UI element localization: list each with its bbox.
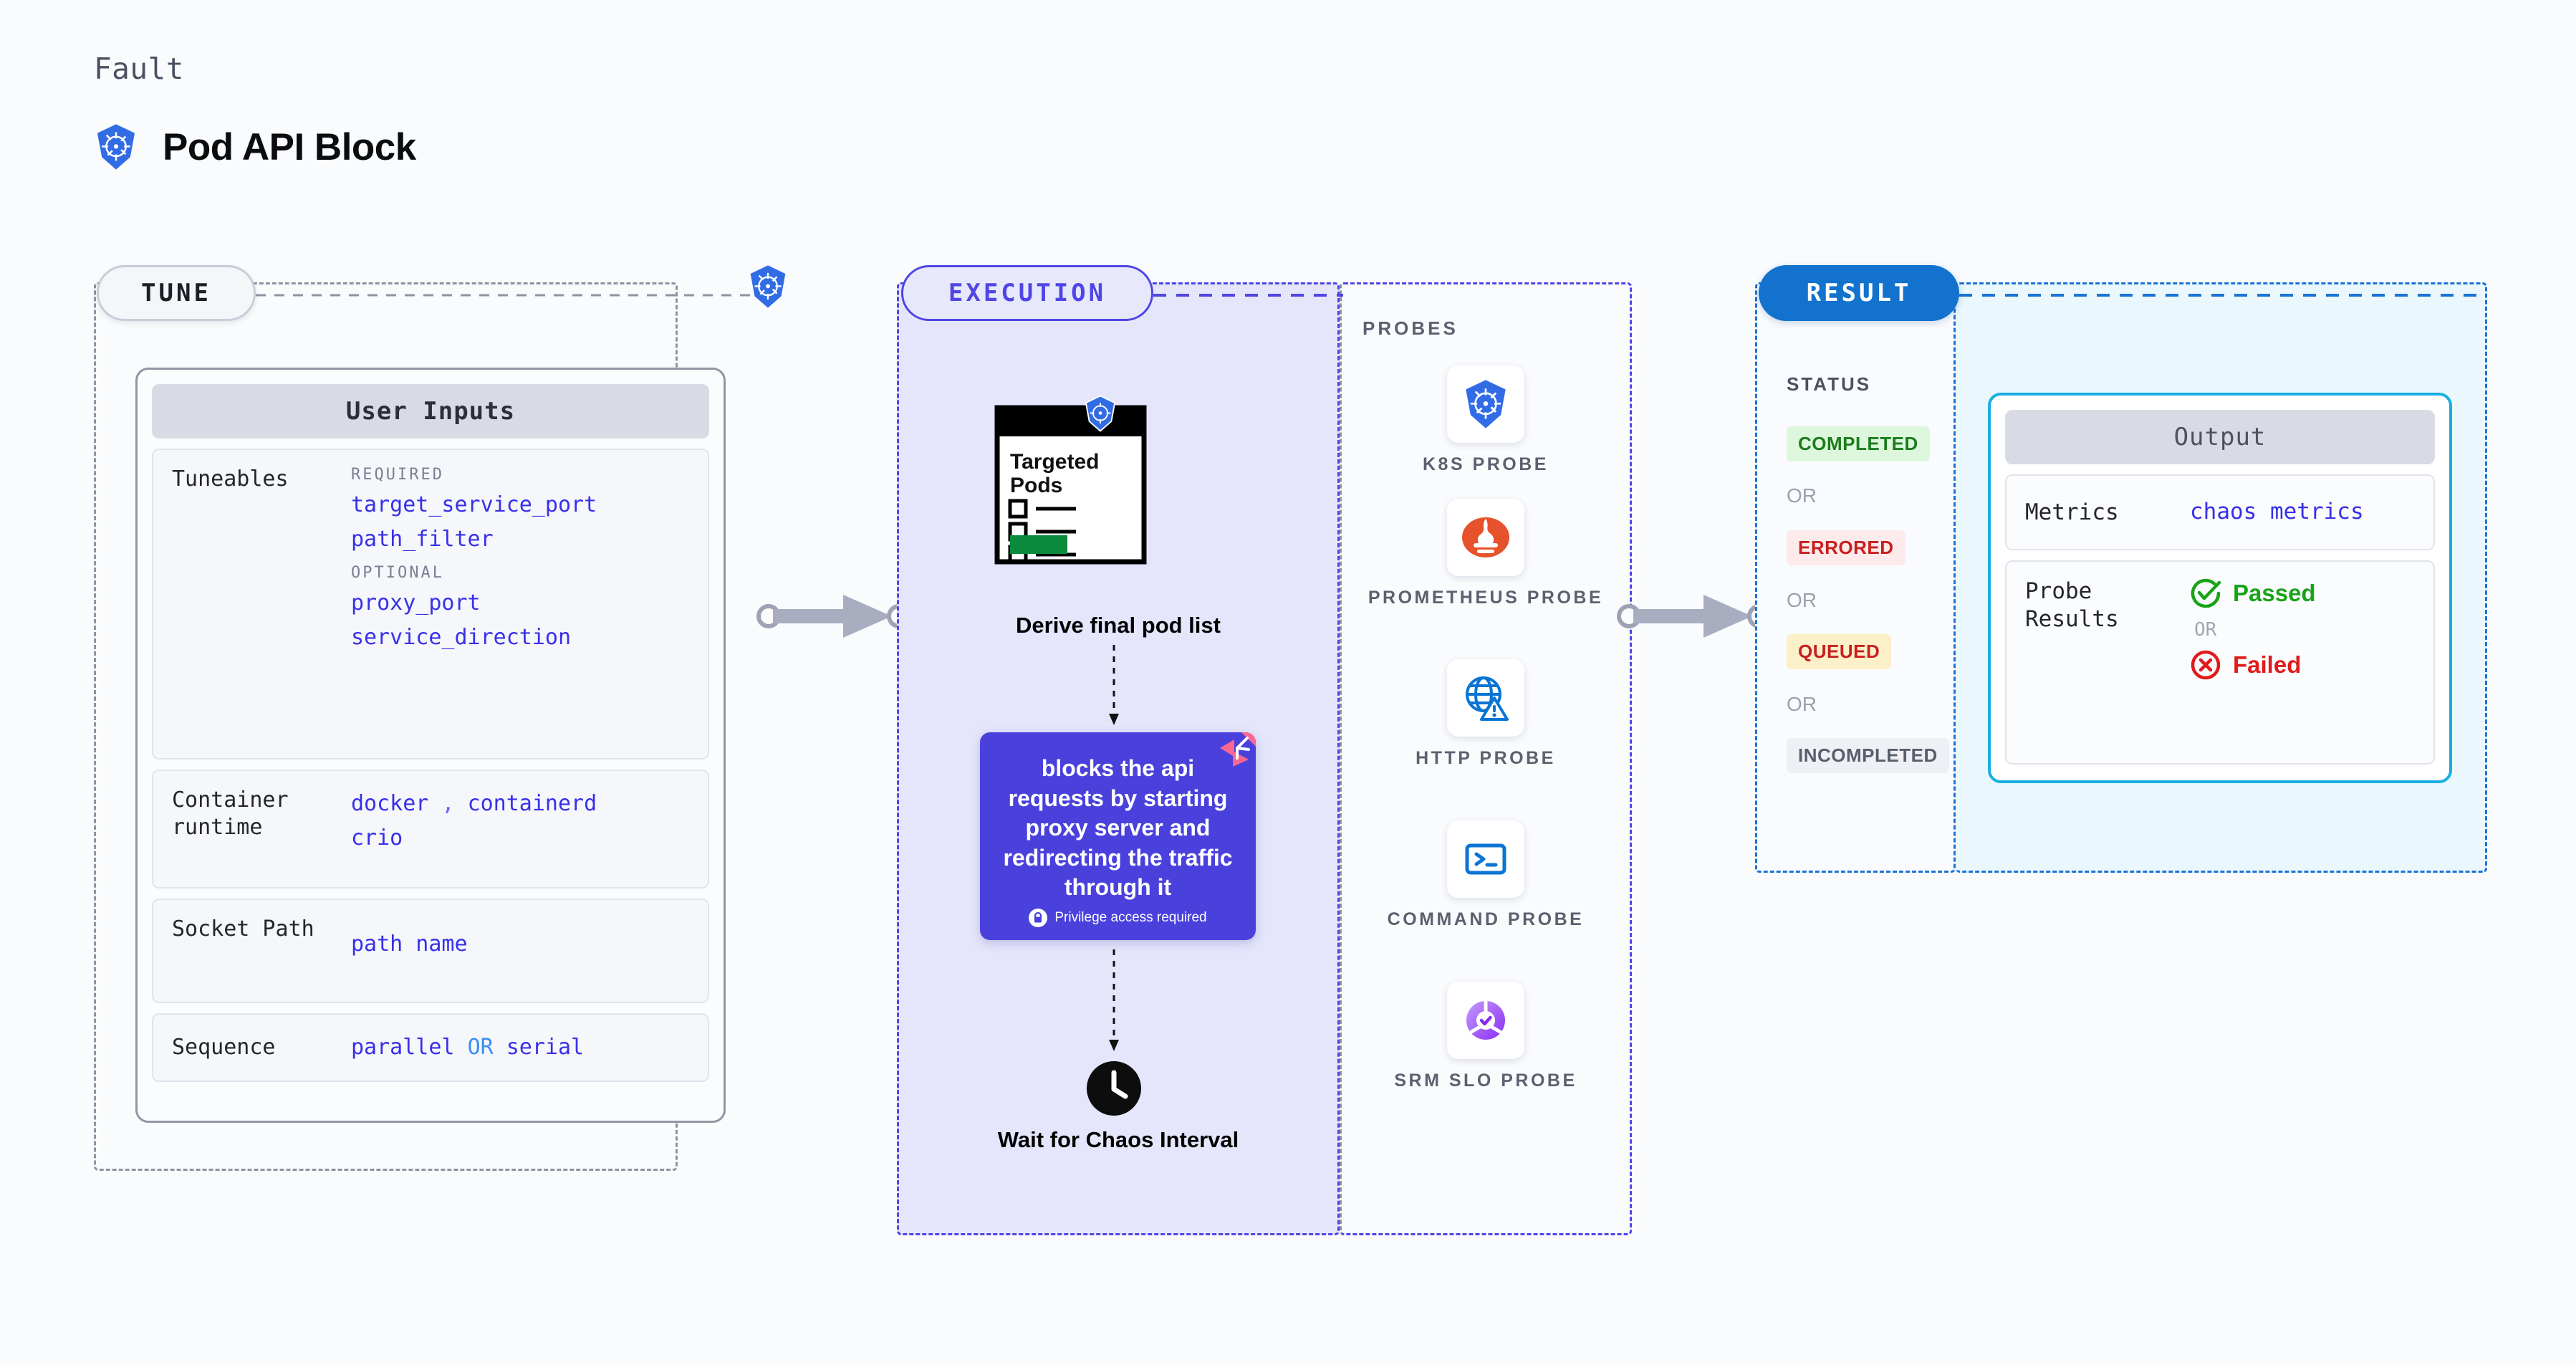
result-pill: RESULT — [1759, 265, 1959, 321]
sequence-parallel: parallel — [351, 1035, 455, 1060]
wait-for-chaos-interval-label: Wait for Chaos Interval — [997, 1127, 1239, 1152]
probe-label: K8S PROBE — [1423, 454, 1549, 474]
runtime-comma: , — [441, 791, 455, 816]
status-or-2: OR — [1787, 589, 1817, 611]
runtime-crio: crio — [351, 825, 403, 851]
metrics-value: chaos metrics — [2190, 499, 2364, 525]
probes-title: PROBES — [1363, 317, 1458, 339]
svg-text:Pods: Pods — [1010, 474, 1062, 497]
tuneables-key: Tuneables — [172, 466, 289, 492]
arrow-tune-to-execution — [756, 595, 911, 638]
user-inputs-title: User Inputs — [152, 384, 709, 439]
probe-label: SRM SLO PROBE — [1394, 1071, 1577, 1091]
output-card-title: Output — [2005, 410, 2435, 464]
page-title: Pod API Block — [163, 125, 416, 168]
probe-label: COMMAND PROBE — [1387, 909, 1585, 929]
probe-result-passed: Passed — [2190, 578, 2415, 609]
status-or-1: OR — [1787, 484, 1817, 507]
sequence-row: Sequence parallel OR serial — [152, 1013, 709, 1082]
tuneables-values: REQUIRED target_service_port path_filter… — [351, 466, 689, 742]
probe-results-key: Probe Results — [2025, 578, 2119, 632]
probe-label: HTTP PROBE — [1416, 748, 1556, 768]
probe-results-row: Probe Results Passed OR — [2005, 560, 2435, 765]
tuneable-path-filter: path_filter — [351, 527, 494, 552]
required-tag: REQUIRED — [351, 466, 444, 484]
failed-label: Failed — [2233, 651, 2302, 678]
sequence-key: Sequence — [172, 1035, 276, 1060]
lock-icon — [1029, 909, 1048, 927]
runtime-docker: docker — [351, 791, 429, 816]
sequence-serial: serial — [506, 1035, 585, 1060]
result-pill-label: RESULT — [1806, 279, 1912, 307]
tuneable-target-service-port: target_service_port — [351, 492, 597, 517]
passed-label: Passed — [2233, 580, 2316, 606]
probe-prometheus[interactable]: PROMETHEUS PROBE — [1340, 499, 1632, 610]
arrow-execution-to-result — [1617, 595, 1772, 638]
metrics-key: Metrics — [2025, 499, 2119, 525]
result-connector-line — [1959, 294, 2486, 297]
execution-flow-arrow-2 — [1109, 949, 1119, 1051]
srm-slo-icon — [1447, 982, 1524, 1059]
container-runtime-row: Container runtime docker , containerd cr… — [152, 770, 709, 889]
http-globe-icon — [1447, 659, 1524, 737]
fault-title-row: Pod API Block — [94, 123, 416, 171]
probe-command[interactable]: COMMAND PROBE — [1340, 820, 1632, 932]
probe-k8s[interactable]: K8S PROBE — [1340, 365, 1632, 477]
status-title: STATUS — [1787, 373, 1872, 395]
tuneables-row: Tuneables REQUIRED target_service_port p… — [152, 449, 709, 760]
execution-pill: EXECUTION — [901, 265, 1153, 321]
container-runtime-key: Container runtime — [172, 787, 289, 840]
action-description-text: blocks the api requests by starting prox… — [1003, 755, 1233, 901]
tune-connector-line — [256, 294, 750, 297]
output-card: Output Metrics chaos metrics Probe Resul… — [1988, 393, 2452, 783]
terminal-icon — [1447, 820, 1524, 898]
status-badge-errored: ERRORED — [1787, 530, 1905, 565]
container-runtime-values: docker , containerd crio — [351, 787, 689, 871]
action-description-card: blocks the api requests by starting prox… — [980, 732, 1256, 940]
litmus-logo-icon — [1216, 732, 1256, 771]
sequence-or: OR — [467, 1035, 494, 1060]
socket-path-key: Socket Path — [172, 916, 314, 942]
execution-pill-label: EXECUTION — [948, 279, 1107, 307]
runtime-containerd: containerd — [467, 791, 597, 816]
tune-pill: TUNE — [97, 265, 256, 321]
probe-srm-slo[interactable]: SRM SLO PROBE — [1340, 982, 1632, 1093]
derive-final-pod-list-label: Derive final pod list — [1016, 613, 1221, 638]
status-badge-completed: COMPLETED — [1787, 426, 1930, 461]
optional-tag: OPTIONAL — [351, 564, 444, 582]
prometheus-icon — [1447, 499, 1524, 576]
status-badge-incompleted: INCOMPLETED — [1787, 738, 1949, 773]
socket-path-value: path name — [351, 931, 468, 957]
probe-http[interactable]: HTTP PROBE — [1340, 659, 1632, 771]
tune-pill-label: TUNE — [141, 279, 211, 307]
probe-result-or: OR — [2194, 619, 2217, 641]
targeted-pods-card: Targeted Pods — [994, 395, 1147, 565]
status-or-3: OR — [1787, 693, 1817, 715]
execution-connector-line — [1153, 294, 1343, 297]
user-inputs-card: User Inputs Tuneables REQUIRED target_se… — [135, 368, 726, 1123]
check-circle-icon — [2190, 578, 2221, 609]
svg-text:Targeted: Targeted — [1010, 450, 1099, 474]
status-badge-queued: QUEUED — [1787, 634, 1892, 669]
x-circle-icon — [2190, 649, 2221, 681]
kubernetes-icon — [1083, 395, 1118, 432]
result-status-region — [1755, 282, 1956, 873]
socket-path-values: path name — [351, 916, 689, 986]
fault-kicker: Fault — [94, 52, 184, 86]
sequence-values: parallel OR serial — [351, 1030, 689, 1065]
metrics-row: Metrics chaos metrics — [2005, 474, 2435, 550]
probe-result-failed: Failed — [2190, 649, 2415, 681]
tuneable-service-direction: service_direction — [351, 625, 572, 650]
execution-flow-arrow-1 — [1109, 645, 1119, 725]
probe-label: PROMETHEUS PROBE — [1368, 588, 1604, 608]
tuneable-proxy-port: proxy_port — [351, 590, 481, 616]
kubernetes-icon — [94, 123, 138, 171]
privilege-note: Privilege access required — [980, 909, 1256, 927]
kubernetes-icon — [1447, 365, 1524, 443]
privilege-note-text: Privilege access required — [1054, 910, 1207, 925]
kubernetes-icon — [747, 264, 789, 309]
socket-path-row: Socket Path path name — [152, 899, 709, 1003]
clock-icon — [1086, 1060, 1142, 1116]
